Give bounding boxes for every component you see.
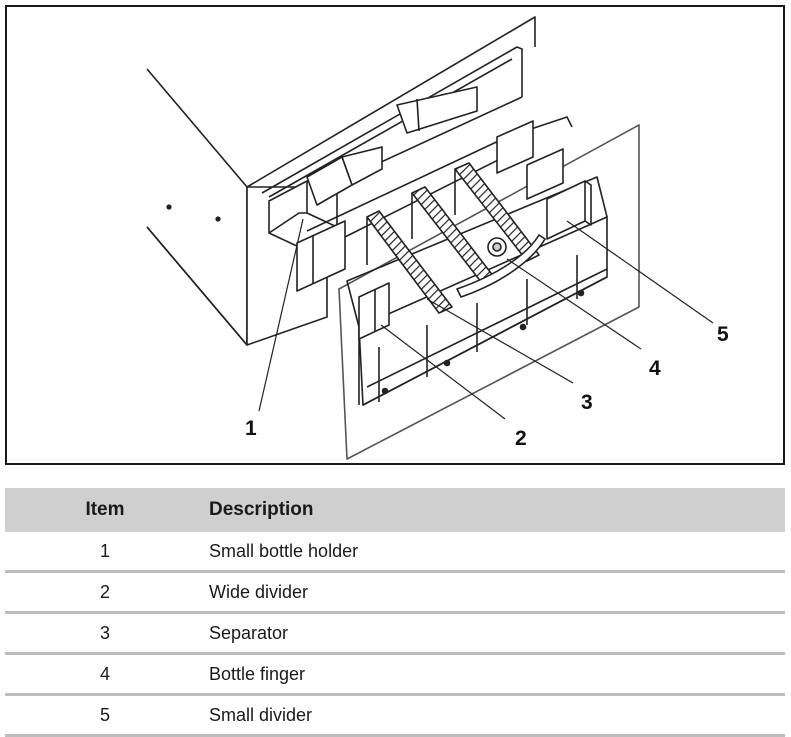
item-description: Separator (205, 612, 785, 655)
cabinet-body (146, 68, 248, 346)
parts-table: Item Description 1 Small bottle holder 2… (5, 488, 785, 737)
bottle-finger (456, 234, 546, 298)
separator-3 (454, 162, 540, 262)
item-description: Wide divider (205, 571, 785, 614)
item-number: 1 (5, 532, 205, 573)
item-number: 5 (5, 694, 205, 737)
callout-2: 2 (515, 427, 527, 450)
callout-5: 5 (717, 323, 729, 346)
leader-4 (506, 258, 642, 350)
item-description: Small bottle holder (205, 532, 785, 573)
wine-drawer-illustration: 1 2 3 4 5 (146, 16, 729, 460)
table-row: 5 Small divider (5, 694, 785, 737)
description-column-header: Description (205, 488, 785, 532)
leader-5 (566, 220, 714, 324)
table-row: 2 Wide divider (5, 571, 785, 614)
table-row: 3 Separator (5, 612, 785, 655)
leader-1 (258, 218, 304, 412)
callout-4: 4 (649, 357, 661, 380)
leader-2 (380, 324, 506, 420)
leader-3 (426, 298, 574, 384)
item-column-header: Item (5, 488, 205, 532)
table-row: 1 Small bottle holder (5, 532, 785, 573)
item-number: 3 (5, 612, 205, 655)
item-number: 4 (5, 653, 205, 696)
cabinet-top (246, 16, 536, 188)
callout-1: 1 (245, 417, 257, 440)
table-row: 4 Bottle finger (5, 653, 785, 696)
drawer-illustration-frame: 1 2 3 4 5 (5, 5, 785, 465)
small-divider-back (496, 120, 534, 174)
item-description: Small divider (205, 694, 785, 737)
item-number: 2 (5, 571, 205, 614)
table-header-row: Item Description (5, 488, 785, 532)
callout-3: 3 (581, 391, 593, 414)
wide-divider-left (296, 220, 346, 292)
item-description: Bottle finger (205, 653, 785, 696)
separator-1 (366, 210, 453, 314)
